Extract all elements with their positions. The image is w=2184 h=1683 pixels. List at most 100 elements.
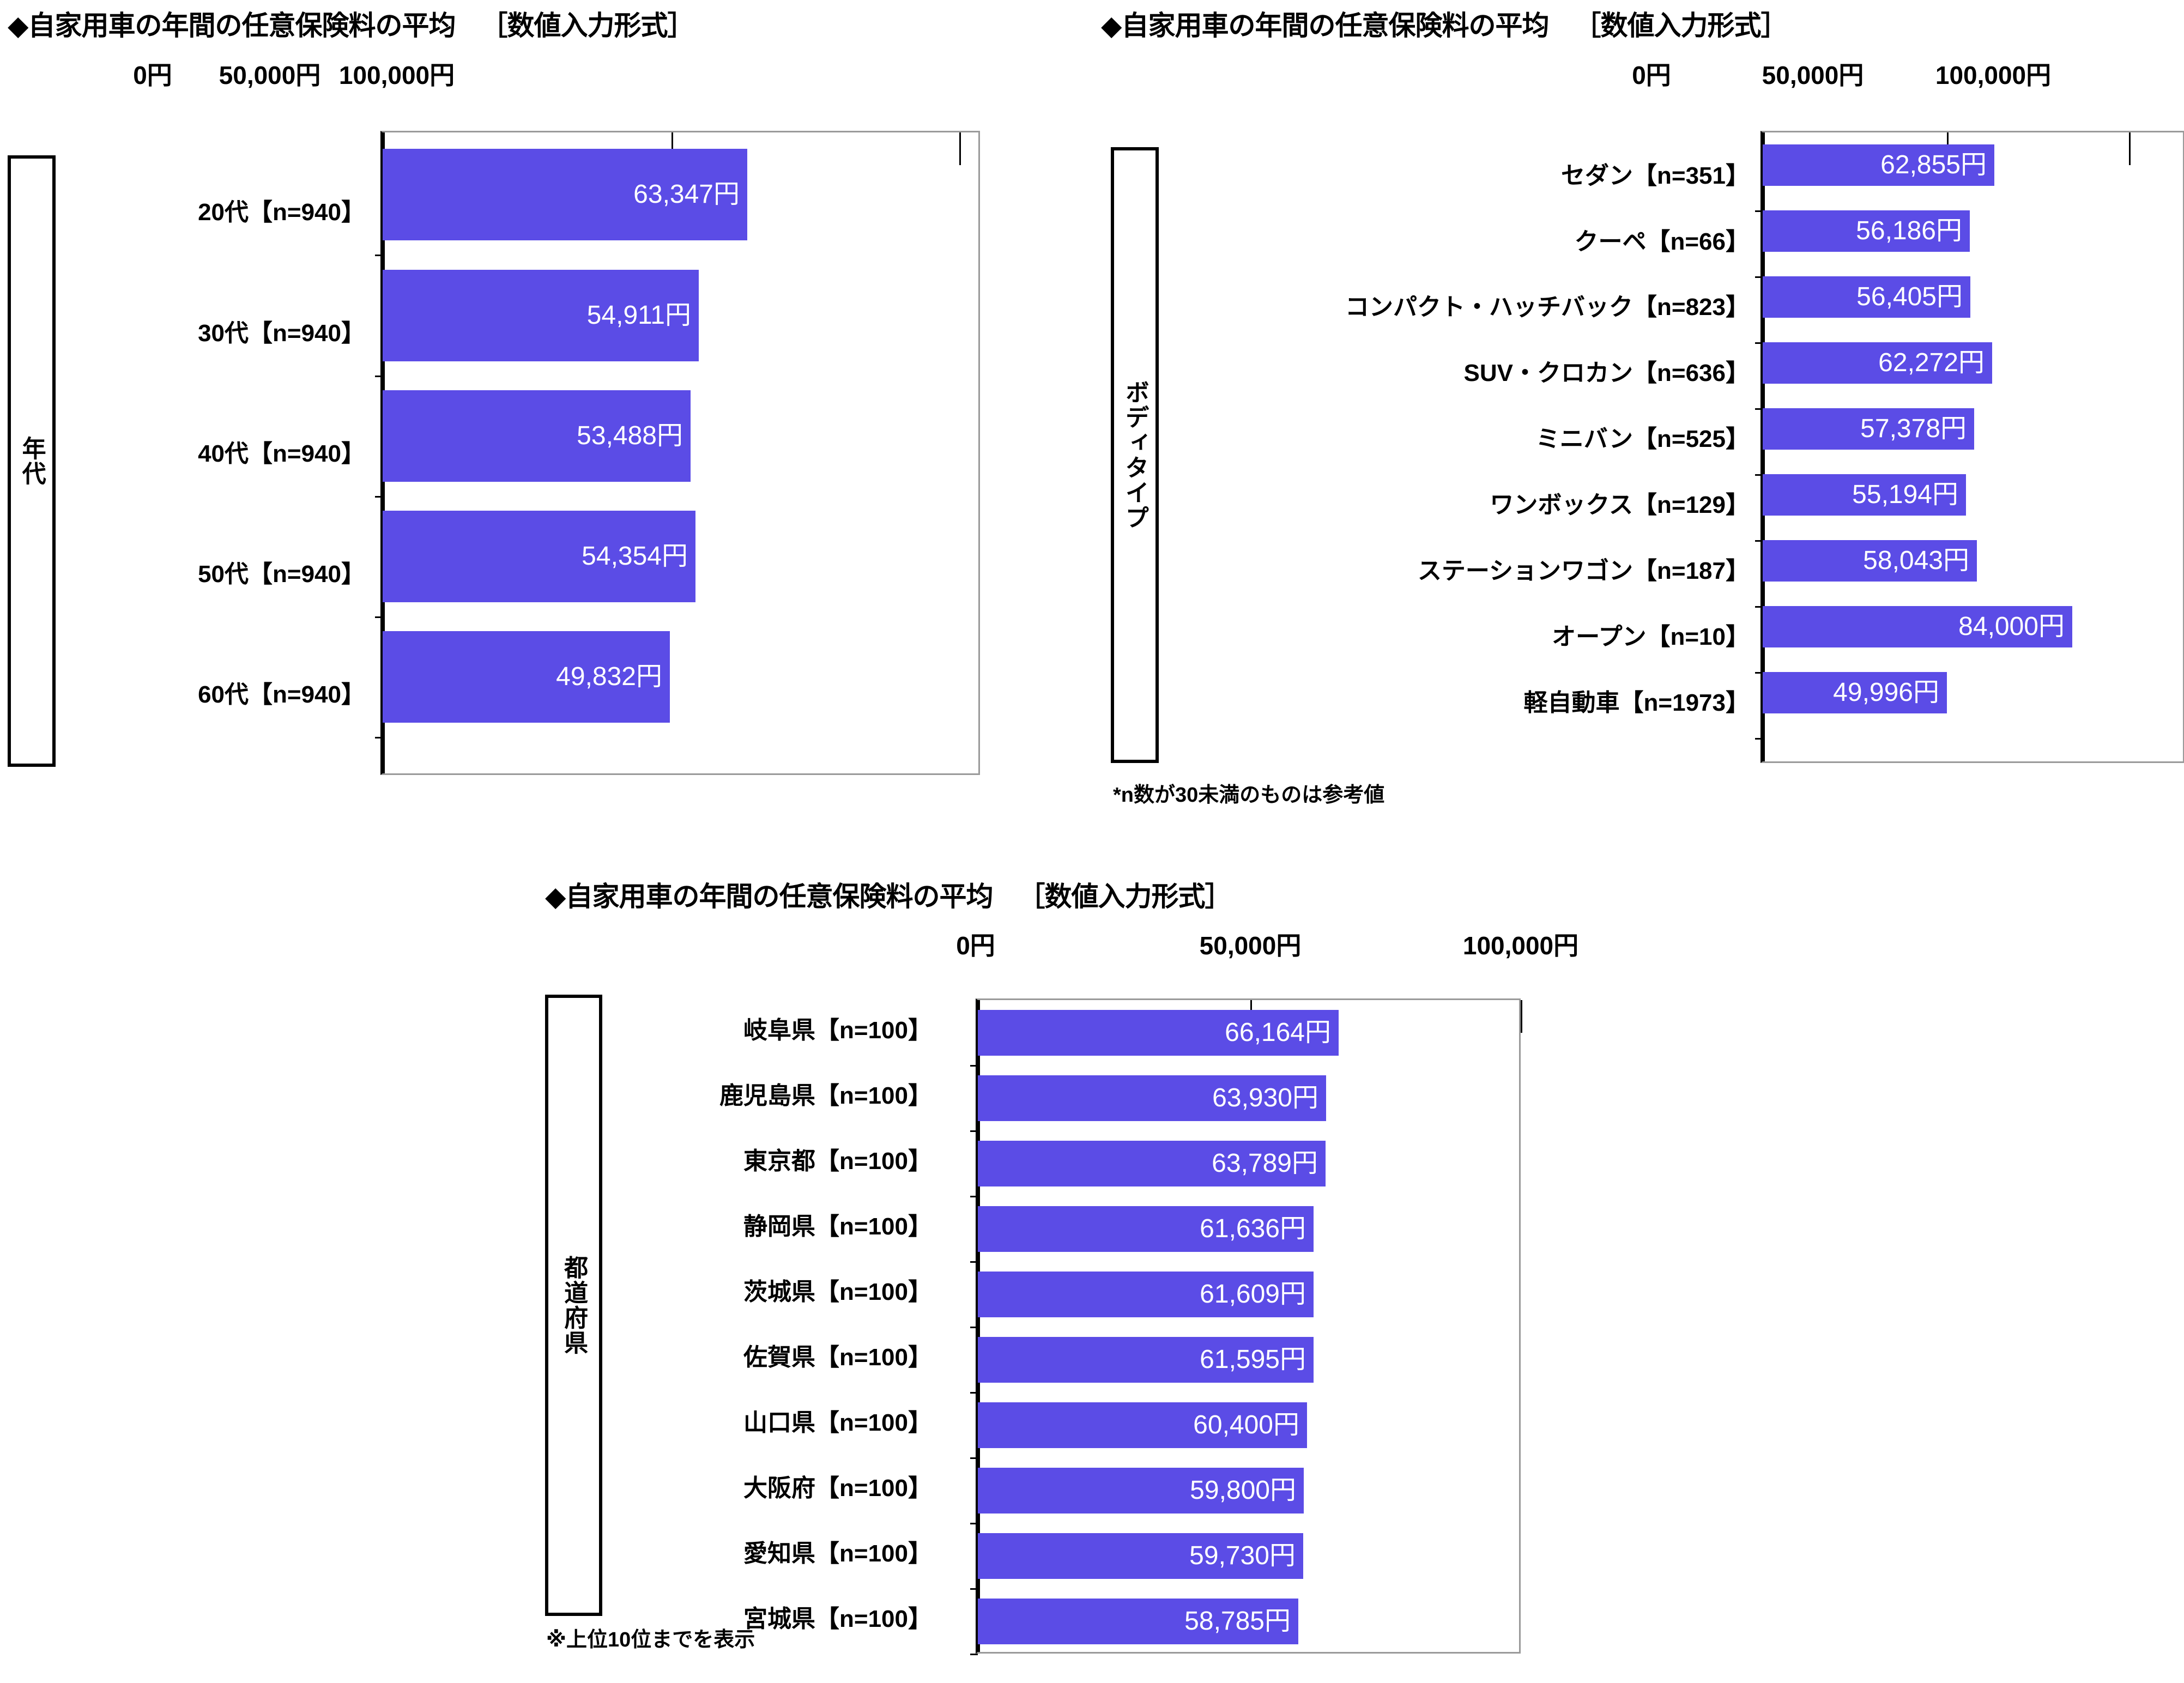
bar-prefecture-8: 59,730円 <box>978 1533 1303 1579</box>
gridline-100000 <box>1521 1000 1522 1033</box>
bar-value-prefecture-3: 61,636円 <box>1200 1214 1306 1243</box>
chart-title-sub: ［数値入力形式］ <box>1574 10 1788 41</box>
bar-bodytype-7: 84,000円 <box>1763 606 2072 647</box>
axis-tick-7 <box>970 1523 978 1524</box>
bar-value-prefecture-7: 59,800円 <box>1190 1476 1296 1505</box>
bar-value-bodytype-7: 84,000円 <box>1958 612 2065 641</box>
axis-tick-7 <box>1755 672 1763 674</box>
bar-bodytype-8: 49,996円 <box>1763 672 1947 713</box>
bar-value-age-3: 54,354円 <box>582 542 688 571</box>
category-label-prefecture-5: 佐賀県【n=100】 <box>743 1344 932 1371</box>
category-label-prefecture-2: 東京都【n=100】 <box>743 1148 932 1175</box>
category-label-prefecture-1: 鹿児島県【n=100】 <box>719 1082 932 1109</box>
axis-tick-6 <box>970 1457 978 1459</box>
chart-panel-bodytype: ◆自家用車の年間の任意保険料の平均 ［数値入力形式］ 0円 50,000円 100… <box>1101 0 2184 828</box>
axis-tick-3 <box>1755 408 1763 410</box>
chart-title-main: ◆自家用車の年間の任意保険料の平均 <box>8 10 456 41</box>
bar-bodytype-4: 57,378円 <box>1763 408 1974 450</box>
bar-value-bodytype-6: 58,043円 <box>1863 546 1969 575</box>
category-label-age-0: 20代【n=940】 <box>198 199 365 226</box>
category-label-age-1: 30代【n=940】 <box>198 320 365 347</box>
group-label-age: 年代 <box>18 436 45 486</box>
bar-prefecture-6: 60,400円 <box>978 1402 1307 1448</box>
bar-value-bodytype-0: 62,855円 <box>1880 150 1987 179</box>
bar-value-prefecture-1: 63,930円 <box>1212 1083 1318 1112</box>
bar-age-1: 54,911円 <box>383 270 699 361</box>
axis-tick-1 <box>1755 276 1763 278</box>
group-label-box-bodytype: ボディタイプ <box>1111 147 1159 763</box>
bar-bodytype-6: 58,043円 <box>1763 540 1977 582</box>
bar-prefecture-1: 63,930円 <box>978 1075 1326 1121</box>
bar-value-bodytype-3: 62,272円 <box>1878 348 1985 377</box>
category-label-bodytype-4: ミニバン【n=525】 <box>1535 426 1750 452</box>
bar-prefecture-0: 66,164円 <box>978 1010 1339 1056</box>
x-tick-2: 100,000円 <box>1462 931 1579 960</box>
category-label-age-2: 40代【n=940】 <box>198 440 365 467</box>
category-label-bodytype-6: ステーションワゴン【n=187】 <box>1417 558 1750 584</box>
category-label-prefecture-0: 岐阜県【n=100】 <box>743 1017 932 1044</box>
x-axis-ticks-prefecture: 0円 50,000円 100,000円 <box>0 933 1744 964</box>
chart-title-bodytype: ◆自家用車の年間の任意保険料の平均 ［数値入力形式］ <box>1101 10 1788 41</box>
category-label-prefecture-4: 茨城県【n=100】 <box>743 1279 932 1305</box>
category-label-prefecture-9: 宮城県【n=100】 <box>743 1606 932 1632</box>
axis-tick-2 <box>1755 342 1763 344</box>
bar-prefecture-9: 58,785円 <box>978 1599 1298 1644</box>
axis-tick-5 <box>1755 540 1763 542</box>
category-label-age-3: 50代【n=940】 <box>198 561 365 588</box>
bar-value-prefecture-6: 60,400円 <box>1193 1410 1299 1439</box>
chart-title-main: ◆自家用車の年間の任意保険料の平均 <box>1101 10 1549 41</box>
category-label-bodytype-1: クーペ【n=66】 <box>1574 228 1750 255</box>
bar-value-bodytype-4: 57,378円 <box>1860 414 1967 443</box>
bar-prefecture-2: 63,789円 <box>978 1141 1326 1186</box>
bar-value-bodytype-8: 49,996円 <box>1833 678 1939 707</box>
bar-bodytype-0: 62,855円 <box>1763 144 1994 186</box>
category-label-prefecture-7: 大阪府【n=100】 <box>743 1475 932 1502</box>
bar-value-prefecture-9: 58,785円 <box>1184 1607 1291 1636</box>
axis-tick-0 <box>1755 210 1763 212</box>
axis-tick-4 <box>375 737 383 738</box>
group-label-bodytype: ボディタイプ <box>1121 380 1148 530</box>
plot-area-prefecture: 66,164円 63,930円 63,789円 61,636円 61,609円 … <box>970 998 1522 1655</box>
x-axis-ticks-bodytype: 0円 50,000円 100,000円 <box>1101 63 2184 93</box>
category-label-bodytype-2: コンパクト・ハッチバック【n=823】 <box>1345 294 1750 320</box>
bar-value-age-2: 53,488円 <box>577 421 683 450</box>
x-tick-0: 0円 <box>956 931 995 960</box>
bar-bodytype-5: 55,194円 <box>1763 474 1966 516</box>
bar-prefecture-3: 61,636円 <box>978 1206 1314 1252</box>
chart-title-prefecture: ◆自家用車の年間の任意保険料の平均［数値入力形式］ <box>545 881 1232 912</box>
x-tick-1: 50,000円 <box>1762 61 1864 89</box>
axis-tick-1 <box>375 376 383 377</box>
axis-tick-4 <box>970 1327 978 1328</box>
axis-tick-2 <box>970 1196 978 1197</box>
plot-area-age: 63,347円 54,911円 53,488円 54,354円 49,832円 <box>375 131 980 775</box>
axis-tick-0 <box>970 1065 978 1067</box>
x-tick-1: 50,000円 <box>219 61 321 89</box>
axis-tick-8 <box>1755 738 1763 740</box>
bar-value-prefecture-4: 61,609円 <box>1200 1280 1306 1309</box>
axis-tick-4 <box>1755 474 1763 476</box>
bar-bodytype-3: 62,272円 <box>1763 342 1992 384</box>
category-label-bodytype-8: 軽自動車【n=1973】 <box>1523 689 1750 716</box>
axis-tick-8 <box>970 1588 978 1590</box>
bar-value-age-1: 54,911円 <box>586 301 691 330</box>
bar-bodytype-1: 56,186円 <box>1763 210 1970 252</box>
chart-title-sub: ［数値入力形式］ <box>480 10 694 41</box>
category-label-prefecture-6: 山口県【n=100】 <box>743 1409 932 1436</box>
bar-value-bodytype-5: 55,194円 <box>1852 480 1958 509</box>
chart-title-age: ◆自家用車の年間の任意保険料の平均 ［数値入力形式］ <box>8 12 694 39</box>
axis-tick-0 <box>375 255 383 256</box>
chart-panel-age: ◆自家用車の年間の任意保険料の平均［数値入力形式］ 0円 50,000円 100… <box>0 0 1068 807</box>
category-label-age-4: 60代【n=940】 <box>198 681 365 708</box>
bar-value-prefecture-0: 66,164円 <box>1225 1018 1331 1047</box>
chart-title-main: ◆自家用車の年間の任意保険料の平均 <box>545 881 993 912</box>
x-tick-0: 0円 <box>1632 61 1671 89</box>
category-label-bodytype-5: ワンボックス【n=129】 <box>1490 492 1750 518</box>
axis-tick-3 <box>970 1261 978 1263</box>
axis-tick-6 <box>1755 606 1763 608</box>
gridline-100000 <box>959 132 961 165</box>
bar-value-prefecture-5: 61,595円 <box>1200 1345 1306 1374</box>
category-label-prefecture-3: 静岡県【n=100】 <box>743 1213 932 1240</box>
bar-value-bodytype-2: 56,405円 <box>1856 282 1963 311</box>
bar-value-prefecture-2: 63,789円 <box>1212 1149 1318 1178</box>
bar-age-4: 49,832円 <box>383 631 670 723</box>
